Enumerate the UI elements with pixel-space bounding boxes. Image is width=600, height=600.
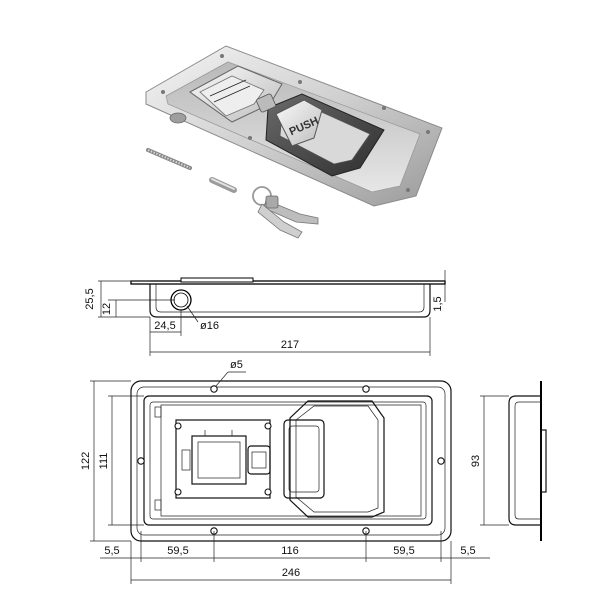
flange-hole xyxy=(406,188,410,192)
front-flange-inner xyxy=(136,386,446,536)
flange-hole xyxy=(220,54,224,58)
dim-spacing-left: 59,5 xyxy=(167,545,188,557)
mechanism-outline xyxy=(160,404,422,517)
pin xyxy=(209,177,237,193)
spring xyxy=(146,148,192,170)
flange-hole xyxy=(426,130,430,134)
end-handle xyxy=(540,429,547,493)
keys xyxy=(252,186,319,239)
flange-hole xyxy=(161,90,165,94)
dim-inner-height: 111 xyxy=(98,453,110,470)
flange-hole xyxy=(382,106,386,110)
hasp xyxy=(199,75,265,117)
end-view: 93 xyxy=(470,381,547,541)
end-body xyxy=(508,395,541,526)
lock-cylinder xyxy=(256,93,276,113)
handle-front xyxy=(289,400,385,518)
dim-height-12: 12 xyxy=(101,303,113,315)
dim-margin-right: 5,5 xyxy=(460,545,475,557)
dim-thickness: 1,5 xyxy=(432,296,444,311)
hinge-end xyxy=(169,112,187,124)
side-body xyxy=(149,284,431,318)
front-view: ø5 122 111 5,5 59,5 116 59,5 5,5 246 xyxy=(80,359,490,584)
dim-length: 217 xyxy=(281,339,299,351)
front-flange-outer xyxy=(130,380,452,542)
mount-hole xyxy=(137,457,145,465)
dim-height-total: 25,5 xyxy=(84,288,96,309)
product-photo: PUSH xyxy=(145,45,443,239)
hasp-line xyxy=(209,79,247,97)
side-lid xyxy=(180,277,254,283)
dim-margin-left: 5,5 xyxy=(104,545,119,557)
lock-cylinder-front xyxy=(247,445,271,475)
mount-hole xyxy=(210,385,218,393)
dim-outer-height: 122 xyxy=(80,452,92,470)
dim-hole-diameter: ø16 xyxy=(200,320,219,332)
flange-hole xyxy=(248,136,252,140)
dim-spacing-right: 59,5 xyxy=(393,545,414,557)
mount-hole xyxy=(437,457,445,465)
dim-offset: 24,5 xyxy=(154,320,175,332)
push-button-front xyxy=(283,419,325,499)
front-pan xyxy=(143,395,433,526)
hasp-line xyxy=(213,85,251,103)
dim-spacing-center: 116 xyxy=(281,545,299,557)
flange-hole xyxy=(298,80,302,84)
dim-depth: 93 xyxy=(470,455,482,467)
dim-mount-hole: ø5 xyxy=(230,359,243,371)
push-button xyxy=(275,99,323,147)
hasp-front xyxy=(191,435,247,485)
side-body-inner xyxy=(155,284,425,313)
dim-total-width: 246 xyxy=(282,567,300,579)
hinge-block xyxy=(181,449,191,471)
side-view: 25,5 12 1,5 24,5 ø16 217 xyxy=(84,270,446,356)
side-top-plate xyxy=(130,280,446,285)
mount-hole xyxy=(362,385,370,393)
